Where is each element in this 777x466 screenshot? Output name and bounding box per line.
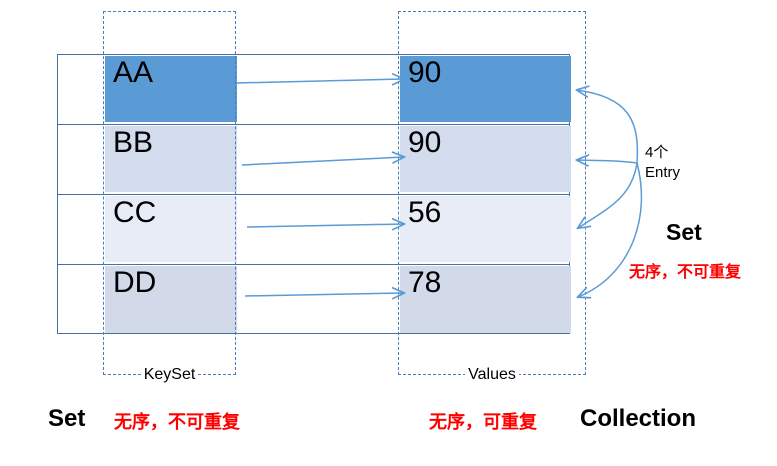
- set-right-note: 无序，不可重复: [629, 264, 742, 281]
- entry-count-label: 4个 Entry: [645, 143, 680, 183]
- key-cell: CC: [105, 196, 237, 262]
- key-text: BB: [113, 126, 154, 159]
- keyset-group-label-text: KeySet: [140, 366, 199, 383]
- key-cell: BB: [105, 126, 237, 192]
- values-group-box: Values: [398, 11, 586, 383]
- map-table: AA 90 BB 90 CC 56 DD: [57, 54, 571, 335]
- value-text: 78: [408, 266, 442, 299]
- value-cell: 90: [400, 126, 571, 192]
- keyset-group-label: KeySet: [104, 365, 235, 385]
- key-text: AA: [113, 56, 154, 89]
- set-right-title: Set: [666, 219, 702, 245]
- set-bottom-note: 无序，不可重复: [114, 412, 240, 432]
- entry-arrow-3: [578, 162, 638, 228]
- collection-title: Collection: [580, 405, 697, 432]
- key-text: DD: [113, 266, 157, 299]
- values-group-label-text: Values: [465, 366, 519, 383]
- value-cell: 56: [400, 196, 571, 262]
- table-row: BB 90: [58, 125, 571, 195]
- value-cell: 78: [400, 266, 571, 333]
- entry-count-line1: 4个: [645, 144, 669, 161]
- table-row: AA 90: [58, 55, 571, 125]
- values-bottom-note: 无序，可重复: [429, 412, 537, 432]
- value-text: 90: [408, 126, 442, 159]
- table-row: CC 56: [58, 195, 571, 265]
- entry-count-line2: Entry: [645, 164, 681, 181]
- value-text: 90: [408, 56, 442, 89]
- key-cell: DD: [105, 266, 237, 333]
- entry-arrow-1: [577, 90, 639, 164]
- keyset-group-box: KeySet: [103, 11, 236, 383]
- entry-arrow-2: [577, 160, 638, 163]
- value-cell: 90: [400, 56, 571, 122]
- table-row: DD 78: [58, 265, 571, 335]
- key-cell: AA: [105, 56, 237, 122]
- set-bottom-title: Set: [48, 405, 86, 432]
- key-text: CC: [113, 196, 157, 229]
- values-group-label: Values: [399, 365, 585, 385]
- value-text: 56: [408, 196, 442, 229]
